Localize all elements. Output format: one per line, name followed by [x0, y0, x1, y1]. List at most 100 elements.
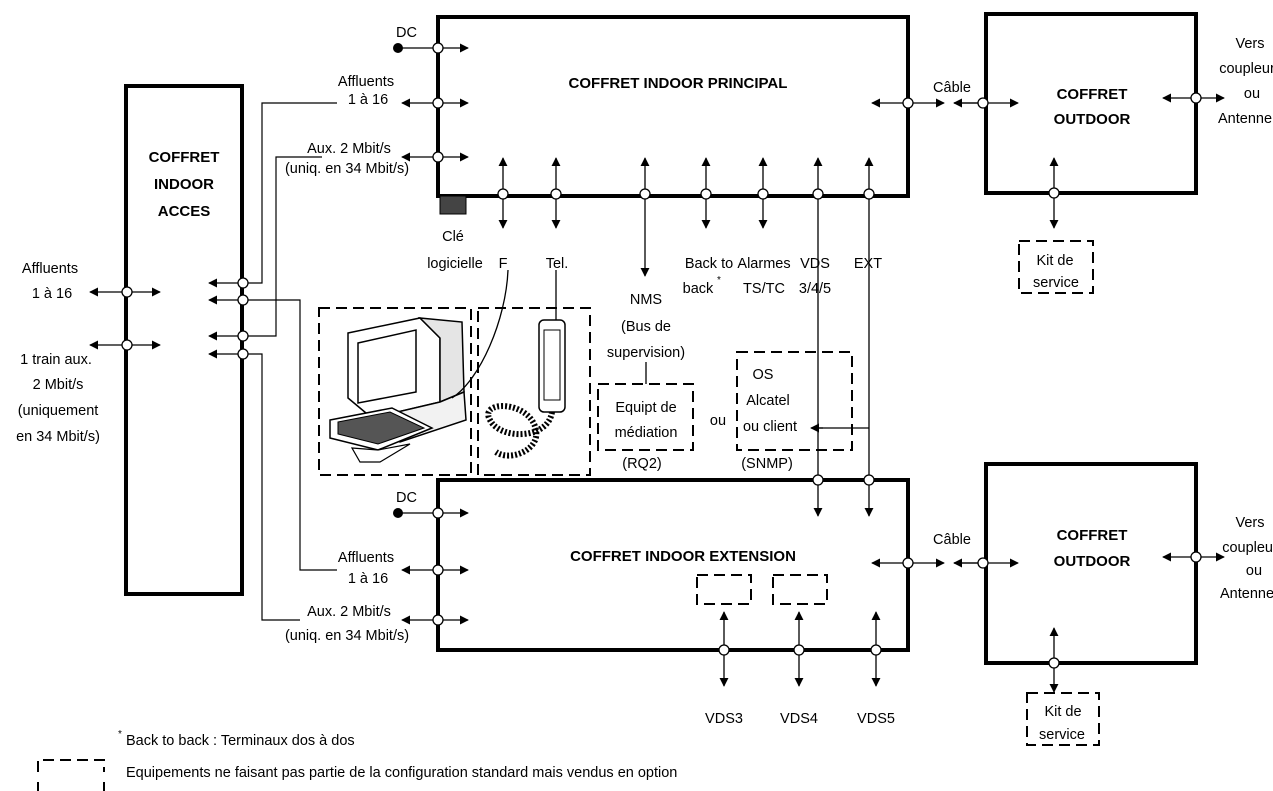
legend-footnote: Back to back : Terminaux dos à dos: [126, 733, 355, 749]
alarmes-label: Alarmes: [737, 256, 790, 272]
link-affluents-ext: [248, 300, 337, 570]
acces-title-line3: ACCES: [158, 203, 211, 220]
outdoor-top-title-line1: COFFRET: [1057, 86, 1128, 103]
acces-title-line2: INDOOR: [154, 176, 214, 193]
port: [1049, 188, 1059, 198]
coupleur-top-label: coupleur: [1219, 61, 1273, 77]
ou-bottom-label: ou: [1246, 563, 1262, 579]
port-alarmes: [758, 189, 768, 199]
uniquement-label: (uniquement: [18, 403, 99, 419]
port-vds: [813, 189, 823, 199]
f-label: F: [499, 256, 508, 272]
affluents-left-label: Affluents: [22, 261, 78, 277]
two-mbit-label: 2 Mbit/s: [33, 377, 84, 393]
affluents-left-range: 1 à 16: [32, 286, 72, 302]
port-ext: [864, 189, 874, 199]
tel-label: Tel.: [546, 256, 569, 272]
vds3-label: VDS3: [705, 711, 743, 727]
vds-345-label: 3/4/5: [799, 281, 831, 297]
bus-de-label: (Bus de: [621, 319, 671, 335]
port: [903, 558, 913, 568]
port-vds5: [871, 645, 881, 655]
aux-top-note: (uniq. en 34 Mbit/s): [285, 161, 409, 177]
outdoor-bottom-title-line2: OUTDOOR: [1054, 553, 1131, 570]
ts-tc-label: TS/TC: [743, 281, 785, 297]
port: [238, 295, 248, 305]
alcatel-label: Alcatel: [746, 393, 790, 409]
port: [433, 43, 443, 53]
ext-module-vds4: [773, 575, 827, 604]
port: [1049, 658, 1059, 668]
port-vds3: [719, 645, 729, 655]
en-34-label: en 34 Mbit/s): [16, 429, 100, 445]
port: [238, 349, 248, 359]
port: [238, 331, 248, 341]
dc-top-terminal: [393, 43, 403, 53]
port: [1191, 552, 1201, 562]
legend-star: *: [118, 729, 122, 740]
link-aux-top: [248, 157, 322, 336]
ou-client-label: ou client: [743, 419, 797, 435]
port: [1191, 93, 1201, 103]
acces-title-line1: COFFRET: [149, 149, 220, 166]
train-aux-label: 1 train aux.: [20, 352, 92, 368]
equipt-label: Equipt de: [615, 400, 676, 416]
back-label: back: [683, 281, 714, 297]
dc-bottom-label: DC: [396, 490, 417, 506]
supervision-label: supervision): [607, 345, 685, 361]
port: [433, 565, 443, 575]
port: [864, 475, 874, 485]
dc-bottom-terminal: [393, 508, 403, 518]
snmp-label: (SNMP): [741, 456, 793, 472]
port: [978, 98, 988, 108]
affluents-top-label: Affluents: [338, 74, 394, 90]
vers-top-label: Vers: [1235, 36, 1264, 52]
port-nms: [640, 189, 650, 199]
port: [122, 340, 132, 350]
affluents-ext-range: 1 à 16: [348, 571, 388, 587]
port: [978, 558, 988, 568]
link-affluents-top: [248, 103, 337, 283]
aux-top-label: Aux. 2 Mbit/s: [307, 141, 391, 157]
port: [433, 152, 443, 162]
kit-bottom-line1: Kit de: [1044, 704, 1081, 720]
ou-top-label: ou: [1244, 86, 1260, 102]
legend-dashed-sample: [38, 760, 104, 772]
aux-ext-note: (uniq. en 34 Mbit/s): [285, 628, 409, 644]
os-label: OS: [753, 367, 774, 383]
affluents-top-range: 1 à 16: [348, 92, 388, 108]
antenne-top-label: Antenne: [1218, 111, 1272, 127]
port: [433, 508, 443, 518]
port-vds4: [794, 645, 804, 655]
rq2-label: (RQ2): [622, 456, 661, 472]
port-back-to-back: [701, 189, 711, 199]
kit-top-line1: Kit de: [1036, 253, 1073, 269]
kit-bottom-line2: service: [1039, 727, 1085, 743]
indoor-extension-box: [438, 480, 908, 650]
mediation-label: médiation: [615, 425, 678, 441]
license-key-icon: [440, 196, 466, 214]
port: [238, 278, 248, 288]
legend-dashed-meaning: Equipements ne faisant pas partie de la …: [126, 765, 677, 781]
vers-bottom-label: Vers: [1235, 515, 1264, 531]
outdoor-top-title-line2: OUTDOOR: [1054, 111, 1131, 128]
logicielle-label: logicielle: [427, 256, 483, 272]
back-star: *: [717, 275, 721, 286]
outdoor-bottom-title-line1: COFFRET: [1057, 527, 1128, 544]
vds-label: VDS: [800, 256, 830, 272]
antenne-bottom-label: Antenne: [1220, 586, 1273, 602]
port: [433, 98, 443, 108]
affluents-ext-label: Affluents: [338, 550, 394, 566]
indoor-principal-box: [438, 17, 908, 196]
vds5-label: VDS5: [857, 711, 895, 727]
port: [122, 287, 132, 297]
link-aux-ext: [248, 354, 300, 620]
aux-ext-label: Aux. 2 Mbit/s: [307, 604, 391, 620]
indoor-extension-title: COFFRET INDOOR EXTENSION: [570, 548, 796, 565]
port-f: [498, 189, 508, 199]
indoor-principal-title: COFFRET INDOOR PRINCIPAL: [569, 75, 788, 92]
ext-label: EXT: [854, 256, 882, 272]
port: [903, 98, 913, 108]
